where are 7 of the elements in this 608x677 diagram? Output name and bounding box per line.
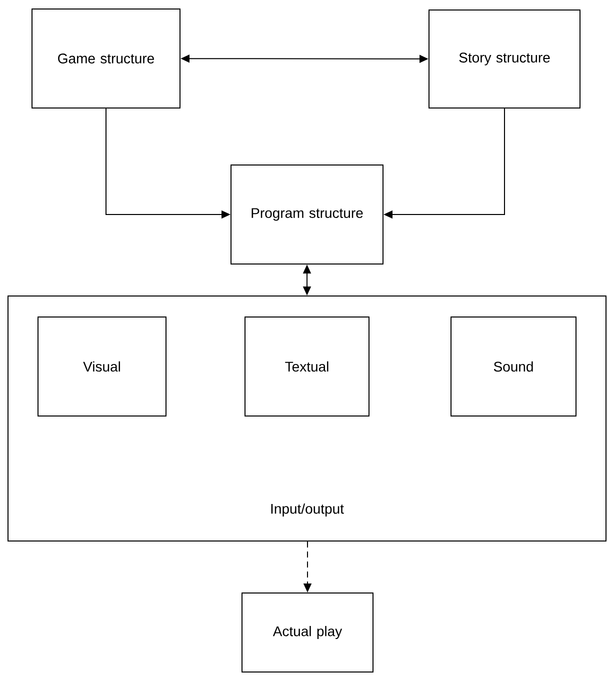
process-box: Story structure: [428, 10, 580, 108]
process-box: Sound: [450, 316, 576, 416]
process-box: Program structure: [230, 164, 384, 264]
process-box: Actual play: [242, 592, 374, 672]
process-box: Game structure: [32, 8, 180, 108]
process-box: Visual: [38, 316, 166, 416]
process-box: Textual: [244, 316, 370, 416]
